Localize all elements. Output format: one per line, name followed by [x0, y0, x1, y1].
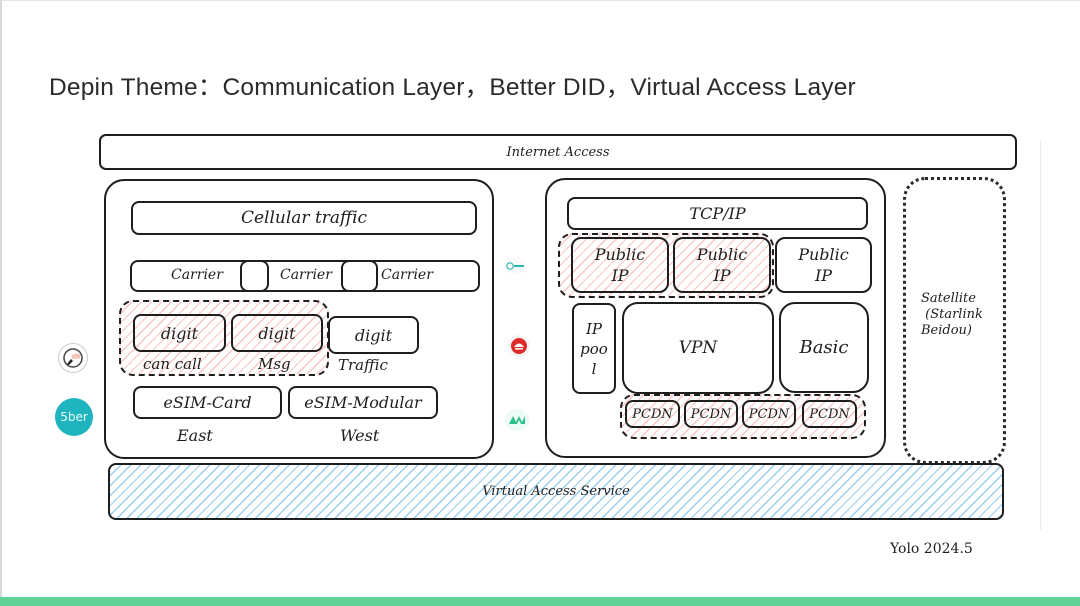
- internet-access-box: Internet Access: [99, 134, 1017, 170]
- accent-bar: [0, 597, 1080, 606]
- teal-wordmark-logo-icon: [505, 257, 527, 275]
- carrier-row: [130, 260, 480, 292]
- carrier-label-1: Carrier: [171, 267, 223, 283]
- teal-glyph-icon: [506, 262, 524, 270]
- caption-traffic: Traffic: [338, 356, 388, 374]
- digit-label: digit: [354, 325, 393, 345]
- divider-line: [1040, 140, 1041, 530]
- carrier-label-2: Carrier: [280, 267, 332, 283]
- red-circle-logo-icon: [508, 335, 530, 357]
- pcdn-label: PCDN: [748, 406, 790, 422]
- public-ip-box-3: Public IP: [775, 237, 872, 293]
- esim-card-label: eSIM-Card: [163, 393, 252, 412]
- virtual-access-service-label: Virtual Access Service: [482, 484, 630, 499]
- pcdn-label: PCDN: [809, 406, 850, 422]
- digit-label: digit: [160, 323, 199, 343]
- caption-can-call: can call: [143, 355, 202, 373]
- green-m-logo-icon: [505, 409, 529, 431]
- public-ip-box-1: Public IP: [571, 237, 669, 293]
- public-ip-label: Public IP: [594, 245, 646, 285]
- esim-modular-box: eSIM-Modular: [288, 386, 438, 419]
- cellular-panel: [104, 179, 494, 459]
- satellite-box: [903, 177, 1006, 464]
- pcdn-box-2: PCDN: [684, 400, 738, 428]
- pcdn-label: PCDN: [632, 406, 673, 422]
- hand-glyph-icon: [63, 348, 83, 368]
- footer-signature: Yolo 2024.5: [890, 541, 973, 557]
- hand-logo-icon: [58, 343, 88, 373]
- 5ber-logo-text: 5ber: [60, 410, 88, 424]
- public-ip-label: Public IP: [696, 245, 748, 285]
- carrier-connector-2: [341, 260, 378, 292]
- digit-box-traffic: digit: [328, 316, 419, 354]
- public-ip-label: Public IP: [798, 245, 849, 285]
- esim-card-box: eSIM-Card: [133, 386, 282, 419]
- cellular-traffic-label: Cellular traffic: [240, 208, 368, 228]
- network-panel: [545, 178, 886, 458]
- vpn-box: VPN: [622, 302, 774, 394]
- pcdn-label: PCDN: [690, 406, 732, 422]
- esim-modular-label: eSIM-Modular: [304, 393, 422, 412]
- tcp-ip-label: TCP/IP: [689, 204, 746, 223]
- basic-box: Basic: [779, 302, 869, 393]
- 5ber-logo-icon: 5ber: [55, 398, 93, 436]
- red-glyph-icon: [511, 338, 527, 354]
- public-ip-box-2: Public IP: [673, 237, 771, 293]
- basic-label: Basic: [799, 337, 849, 358]
- ip-pool-label: IP poo l: [580, 319, 608, 378]
- carrier-connector-1: [240, 260, 269, 292]
- digit-box-call: digit: [133, 314, 226, 352]
- green-m-glyph-icon: [509, 416, 525, 424]
- digit-label: digit: [258, 323, 296, 343]
- caption-msg: Msg: [258, 355, 291, 373]
- caption-west: West: [340, 426, 380, 445]
- carrier-label-3: Carrier: [381, 267, 433, 283]
- pcdn-box-4: PCDN: [802, 400, 857, 428]
- vpn-label: VPN: [678, 338, 718, 358]
- ip-pool-box: IP poo l: [572, 303, 616, 394]
- pcdn-box-1: PCDN: [625, 400, 680, 428]
- internet-access-label: Internet Access: [506, 144, 610, 160]
- satellite-label: Satellite (Starlink Beidou): [921, 291, 983, 338]
- pcdn-box-3: PCDN: [742, 400, 796, 428]
- cellular-traffic-box: Cellular traffic: [131, 201, 477, 235]
- slide-title: Depin Theme：Communication Layer，Better D…: [49, 74, 856, 101]
- caption-east: East: [177, 426, 213, 445]
- virtual-access-service-box: Virtual Access Service: [108, 463, 1004, 520]
- tcp-ip-box: TCP/IP: [567, 197, 868, 230]
- digit-box-msg: digit: [231, 314, 323, 352]
